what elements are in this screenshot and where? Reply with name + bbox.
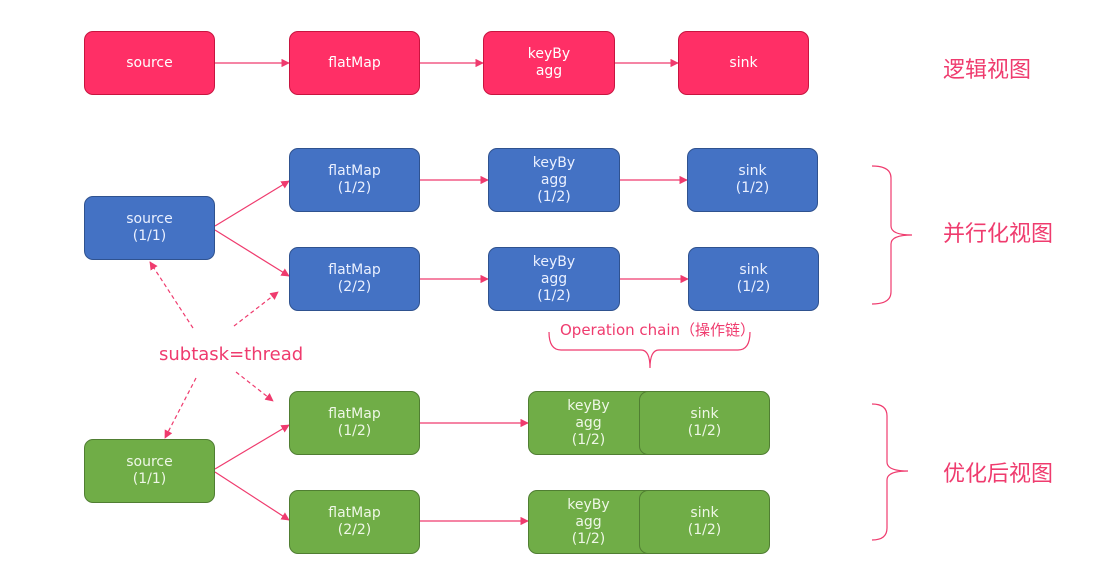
operation-chain-label: Operation chain（操作链） — [560, 321, 756, 339]
node-label: agg — [575, 513, 602, 530]
subtask-pointer-optimized-source — [164, 377, 197, 439]
node-label: agg — [540, 171, 568, 188]
node-label: (1/2) — [537, 188, 571, 205]
edge-optimized-source-flatmap1 — [214, 424, 290, 470]
parallel-row2-keyby-agg-node: keyBy agg (1/2) — [488, 247, 620, 311]
node-label: (1/2) — [571, 530, 606, 547]
operation-chain-brace — [548, 331, 751, 369]
node-label: keyBy — [532, 253, 576, 270]
edge-optimized-source-flatmap2 — [214, 471, 290, 521]
node-label: keyBy — [567, 496, 610, 513]
optimized-view-brace — [871, 403, 909, 541]
optimized-source-node: source (1/1) — [84, 439, 215, 503]
parallel-view-title: 并行化视图 — [943, 222, 1054, 247]
node-label: sink — [690, 406, 719, 422]
node-label: (2/2) — [337, 522, 372, 538]
parallel-view-brace — [871, 165, 913, 305]
node-label: (1/2) — [735, 180, 770, 196]
node-label: (2/2) — [337, 279, 372, 295]
optimized-row2-sink-node: sink (1/2) — [639, 490, 770, 554]
node-label: agg — [575, 414, 602, 431]
node-label: sink — [690, 505, 719, 521]
optimized-row1-flatmap-node: flatMap (1/2) — [289, 391, 420, 455]
node-label: (1/2) — [687, 423, 722, 439]
node-label: (1/2) — [337, 180, 372, 196]
node-label: sink — [739, 262, 768, 278]
node-label: flatMap — [328, 54, 381, 71]
node-label: agg — [540, 270, 568, 287]
node-label: (1/1) — [132, 471, 167, 487]
node-label: keyBy — [527, 46, 571, 62]
node-label: (1/2) — [571, 431, 606, 448]
optimized-row1-sink-node: sink (1/2) — [639, 391, 770, 455]
node-label: sink — [738, 163, 767, 179]
subtask-pointer-parallel-source — [149, 261, 194, 329]
edge-parallel-source-flatmap1 — [214, 180, 290, 227]
node-label: (1/2) — [337, 423, 372, 439]
node-label: (1/2) — [687, 522, 722, 538]
node-label: flatMap — [328, 406, 381, 422]
node-label: agg — [535, 63, 563, 79]
node-label: flatMap — [328, 505, 381, 521]
node-label: keyBy — [567, 397, 610, 414]
optimized-view-title: 优化后视图 — [943, 462, 1054, 487]
node-label: flatMap — [328, 163, 381, 179]
node-label: keyBy — [532, 154, 576, 171]
node-label: flatMap — [328, 262, 381, 278]
node-label: source — [126, 454, 173, 470]
node-label: sink — [729, 54, 758, 71]
parallel-row1-keyby-agg-node: keyBy agg (1/2) — [488, 148, 620, 212]
logical-view-title: 逻辑视图 — [943, 58, 1032, 83]
logical-source-node: source — [84, 31, 215, 95]
optimized-row2-flatmap-node: flatMap (2/2) — [289, 490, 420, 554]
parallel-row1-flatmap-node: flatMap (1/2) — [289, 148, 420, 212]
subtask-pointer-parallel-flatmap — [233, 291, 279, 327]
parallel-row2-flatmap-node: flatMap (2/2) — [289, 247, 420, 311]
logical-keyby-agg-node: keyBy agg — [483, 31, 615, 95]
logical-sink-node: sink — [678, 31, 809, 95]
subtask-thread-label: subtask=thread — [159, 344, 304, 365]
parallel-row2-sink-node: sink (1/2) — [688, 247, 819, 311]
optimized-row1-keyby-agg-node: keyBy agg (1/2) — [528, 391, 659, 455]
logical-flatmap-node: flatMap — [289, 31, 420, 95]
node-label: source — [126, 211, 173, 227]
parallel-row1-sink-node: sink (1/2) — [687, 148, 818, 212]
node-label: (1/1) — [132, 228, 167, 244]
node-label: (1/2) — [736, 279, 771, 295]
parallel-source-node: source (1/1) — [84, 196, 215, 260]
node-label: (1/2) — [537, 287, 571, 304]
node-label: source — [126, 54, 173, 71]
edge-parallel-source-flatmap2 — [214, 229, 290, 277]
subtask-pointer-optimized-flatmap — [235, 371, 274, 402]
